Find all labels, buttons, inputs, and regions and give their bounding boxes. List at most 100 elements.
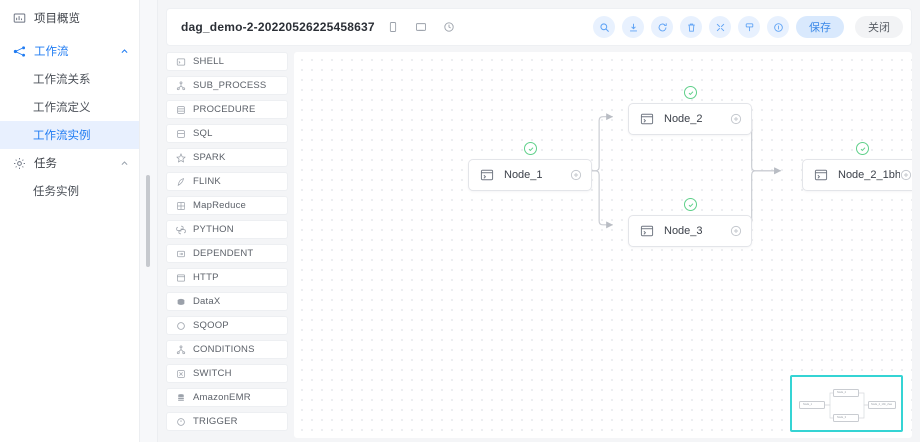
node-label: Node_2 (664, 113, 703, 125)
datax-icon (175, 296, 186, 307)
shell-node-icon (479, 167, 495, 183)
shell-node-icon (813, 167, 829, 183)
minimap-node-label: Node_3 (837, 417, 846, 420)
subprocess-icon (175, 80, 186, 91)
panel-gutter (140, 0, 158, 442)
vertical-scrollbar[interactable] (146, 175, 150, 267)
task-label: AmazonEMR (193, 392, 251, 403)
format-tree-icon[interactable] (738, 16, 760, 38)
task-chip-dependent[interactable]: DEPENDENT (166, 244, 288, 263)
minimap-node-label: Node_2_1bh_2we (871, 404, 892, 407)
amazonemr-icon (175, 392, 186, 403)
chevron-up-icon[interactable] (119, 46, 129, 56)
sidebar-label: 任务 (34, 155, 57, 171)
task-label: SQL (193, 128, 213, 139)
task-chip-procedure[interactable]: PROCEDURE (166, 100, 288, 119)
canvas-minimap[interactable]: Node_1 Node_2 Node_3 Node_2_1bh_2we (790, 375, 903, 432)
task-label: SHELL (193, 56, 224, 67)
dag-edges (294, 52, 912, 421)
task-label: PYTHON (193, 224, 234, 235)
minimap-node-label: Node_2 (837, 392, 846, 395)
task-chip-sub-process[interactable]: SUB_PROCESS (166, 76, 288, 95)
conditions-icon (175, 344, 186, 355)
dag-node[interactable]: Node_2_1bh_2we (802, 159, 912, 191)
task-chip-flink[interactable]: FLINK (166, 172, 288, 191)
sidebar-item-task[interactable]: 任务 (0, 149, 139, 177)
sidebar-item-task-instance[interactable]: 任务实例 (0, 177, 139, 205)
add-downstream-icon[interactable] (569, 169, 582, 182)
task-chip-shell[interactable]: SHELL (166, 52, 288, 71)
task-chip-mapreduce[interactable]: MapReduce (166, 196, 288, 215)
download-icon[interactable] (622, 16, 644, 38)
shell-node-icon (639, 111, 655, 127)
sidebar-item-project-overview[interactable]: 项目概览 (0, 4, 139, 32)
clock-icon[interactable] (441, 19, 457, 35)
dashboard-icon (12, 11, 26, 25)
spark-icon (175, 152, 186, 163)
dependent-icon (175, 248, 186, 259)
add-downstream-icon[interactable] (900, 169, 912, 182)
task-chip-http[interactable]: HTTP (166, 268, 288, 287)
task-chip-sqoop[interactable]: SQOOP (166, 316, 288, 335)
sql-icon (175, 128, 186, 139)
task-chip-datax[interactable]: DataX (166, 292, 288, 311)
procedure-icon (175, 104, 186, 115)
status-badge (856, 142, 869, 155)
status-badge (684, 86, 697, 99)
status-badge (524, 142, 537, 155)
search-icon[interactable] (593, 16, 615, 38)
task-label: SPARK (193, 152, 226, 163)
workflow-icon (12, 44, 26, 58)
node-label: Node_1 (504, 169, 543, 181)
task-type-palette: SHELL SUB_PROCESS PROCEDURE SQL SPARK FL (166, 52, 288, 442)
save-button[interactable]: 保存 (796, 16, 844, 38)
refresh-icon[interactable] (651, 16, 673, 38)
task-chip-amazonemr[interactable]: AmazonEMR (166, 388, 288, 407)
dag-node[interactable]: Node_2 (628, 103, 752, 135)
close-button[interactable]: 关闭 (855, 16, 903, 38)
sidebar-label: 工作流定义 (33, 99, 91, 115)
task-chip-spark[interactable]: SPARK (166, 148, 288, 167)
task-chip-trigger[interactable]: TRIGGER (166, 412, 288, 431)
task-label: TRIGGER (193, 416, 238, 427)
sidebar-item-workflow-instance[interactable]: 工作流实例 (0, 121, 139, 149)
chevron-up-icon[interactable] (119, 158, 129, 168)
dag-canvas[interactable]: Node_1 Node_2 (294, 52, 912, 438)
sidebar-item-workflow[interactable]: 工作流 (0, 37, 139, 65)
mapreduce-icon (175, 200, 186, 211)
task-chip-conditions[interactable]: CONDITIONS (166, 340, 288, 359)
screen-icon[interactable] (413, 19, 429, 35)
sidebar-item-workflow-relation[interactable]: 工作流关系 (0, 65, 139, 93)
node-label: Node_2_1bh_2we (838, 169, 900, 181)
minimap-node-label: Node_1 (803, 404, 812, 407)
sidebar-label: 工作流实例 (33, 127, 91, 143)
flink-icon (175, 176, 186, 187)
task-label: PROCEDURE (193, 104, 256, 115)
sidebar-label: 工作流 (34, 43, 69, 59)
add-downstream-icon[interactable] (729, 113, 742, 126)
sidebar-item-workflow-definition[interactable]: 工作流定义 (0, 93, 139, 121)
dag-title: dag_demo-2-20220526225458637 (181, 20, 375, 34)
node-label: Node_3 (664, 225, 703, 237)
sidebar-label: 工作流关系 (33, 71, 91, 87)
task-label: DEPENDENT (193, 248, 253, 259)
task-label: HTTP (193, 272, 219, 283)
dag-node[interactable]: Node_1 (468, 159, 592, 191)
python-icon (175, 224, 186, 235)
main-area: dag_demo-2-20220526225458637 (158, 0, 920, 442)
dag-toolbar: dag_demo-2-20220526225458637 (166, 8, 912, 46)
copy-icon[interactable] (385, 19, 401, 35)
task-label: SQOOP (193, 320, 229, 331)
add-downstream-icon[interactable] (729, 225, 742, 238)
dag-node[interactable]: Node_3 (628, 215, 752, 247)
delete-icon[interactable] (680, 16, 702, 38)
task-chip-sql[interactable]: SQL (166, 124, 288, 143)
sidebar-label: 任务实例 (33, 183, 79, 199)
gear-icon (12, 156, 26, 170)
task-chip-python[interactable]: PYTHON (166, 220, 288, 239)
info-icon[interactable] (767, 16, 789, 38)
fullscreen-icon[interactable] (709, 16, 731, 38)
trigger-icon (175, 416, 186, 427)
task-chip-switch[interactable]: SWITCH (166, 364, 288, 383)
shell-node-icon (639, 223, 655, 239)
